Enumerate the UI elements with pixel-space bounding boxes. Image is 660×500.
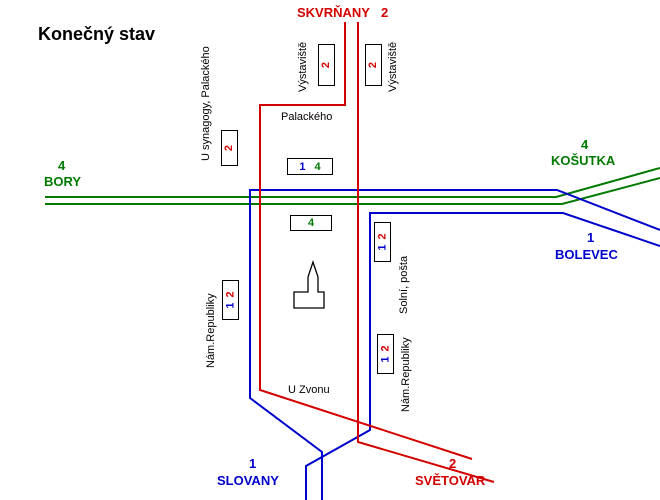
terminus-skvrnany: SKVRŇANY: [297, 5, 370, 20]
terminus-bory: BORY: [44, 174, 82, 189]
stop-label-nam-republiky-west: Nám.Republiky: [205, 293, 217, 368]
line-4-track-north: [45, 167, 660, 198]
terminus-bory-line: 4: [58, 158, 66, 173]
stop-box-lines: 1 2: [224, 291, 237, 309]
stop-box-corridor-south: 4: [290, 215, 332, 231]
terminus-svetovar: SVĚTOVAR: [415, 473, 486, 488]
stop-label-vystaviste-west: Výstaviště: [297, 41, 309, 92]
terminus-bolevec-line: 1: [587, 230, 595, 245]
terminus-svetovar-line: 2: [449, 456, 457, 471]
stop-box-nam-republiky-west: 1 2: [222, 280, 239, 320]
terminus-slovany: SLOVANY: [217, 473, 279, 488]
line-4-track-south: [45, 177, 660, 205]
stop-box-lines: 2: [367, 61, 380, 69]
stop-box-vystaviste-east: 2: [365, 44, 382, 86]
stop-label-vystaviste-east: Výstaviště: [387, 41, 399, 92]
terminus-kosutka-line: 4: [581, 137, 589, 152]
terminus-slovany-line: 1: [249, 456, 257, 471]
map-title: Konečný stav: [38, 24, 156, 44]
terminus-kosutka: KOŠUTKA: [551, 153, 616, 168]
stop-label-solni-posta: Solní, pošta: [398, 255, 410, 314]
line-2-track-southbound: [259, 22, 473, 460]
line-1-track-westbound: [249, 189, 660, 500]
stop-box-u-synagogy: 2: [221, 130, 238, 166]
terminus-skvrnany-line: 2: [381, 5, 389, 20]
stop-box-corridor-west: 1 4: [287, 158, 333, 175]
stop-label-u-synagogy: U synagogy, Palackého: [200, 46, 212, 161]
stop-box-lines: 1 2: [379, 345, 392, 363]
stop-box-solni-posta: 1 2: [374, 222, 391, 262]
stop-box-lines: 1 2: [376, 233, 389, 251]
stop-box-nam-republiky-east: 1 2: [377, 334, 394, 374]
stop-label-nam-republiky-east: Nám.Republiky: [400, 337, 412, 412]
line-2-track-northbound: [357, 22, 495, 483]
street-palackeho: Palackého: [281, 111, 333, 123]
stop-box-lines: 2: [320, 61, 333, 69]
stop-box-lines: 2: [223, 144, 236, 152]
stop-box-vystaviste-west: 2: [318, 44, 335, 86]
line-1-track-eastbound: [305, 212, 660, 500]
terminus-bolevec: BOLEVEC: [555, 247, 618, 262]
street-u-zvonu: U Zvonu: [288, 384, 330, 396]
church-icon: [293, 259, 325, 309]
